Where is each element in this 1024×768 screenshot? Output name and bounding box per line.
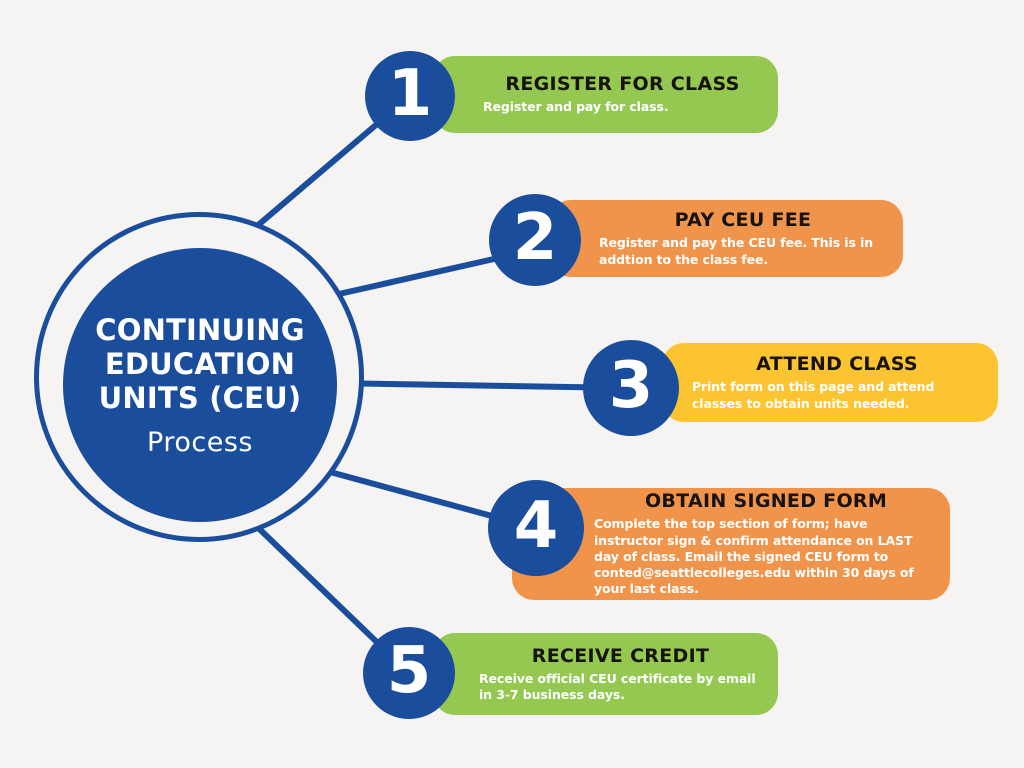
step-number: 5 xyxy=(386,634,432,708)
step-circle-5: 5 xyxy=(363,627,455,719)
step-box-attend-class: ATTEND CLASS Print form on this page and… xyxy=(662,343,998,422)
step-title: ATTEND CLASS xyxy=(756,353,918,376)
step-box-pay-ceu-fee: PAY CEU FEE Register and pay the CEU fee… xyxy=(549,200,903,277)
step-box-register-for-class: REGISTER FOR CLASS Register and pay for … xyxy=(433,56,778,133)
step-body: Complete the top section of form; have i… xyxy=(594,516,914,597)
step-box-receive-credit: RECEIVE CREDIT Receive official CEU cert… xyxy=(433,633,778,715)
step-circle-2: 2 xyxy=(489,194,581,286)
step-number: 2 xyxy=(512,201,558,275)
step-number: 4 xyxy=(513,489,559,563)
step-box-obtain-signed-form: OBTAIN SIGNED FORM Complete the top sect… xyxy=(512,488,950,600)
step-title: REGISTER FOR CLASS xyxy=(505,73,740,96)
step-circle-3: 3 xyxy=(583,340,679,436)
step-number: 3 xyxy=(608,349,654,423)
step-body: Print form on this page and attend class… xyxy=(692,379,935,411)
step-title: RECEIVE CREDIT xyxy=(531,644,710,667)
center-circle: CONTINUING EDUCATION UNITS (CEU) Process xyxy=(63,248,337,522)
step-number: 1 xyxy=(387,57,433,131)
step-circle-1: 1 xyxy=(365,51,455,141)
step-body: Receive official CEU certificate by emai… xyxy=(479,670,756,702)
step-body: Register and pay the CEU fee. This is in… xyxy=(599,235,874,267)
connector-line-3 xyxy=(327,380,634,391)
step-title: PAY CEU FEE xyxy=(674,209,812,232)
step-title: OBTAIN SIGNED FORM xyxy=(644,490,888,513)
step-circle-4: 4 xyxy=(488,480,584,576)
center-subtitle: Process xyxy=(147,426,253,458)
center-title: CONTINUING EDUCATION UNITS (CEU) xyxy=(95,312,305,415)
step-body: Register and pay for class. xyxy=(483,99,669,115)
